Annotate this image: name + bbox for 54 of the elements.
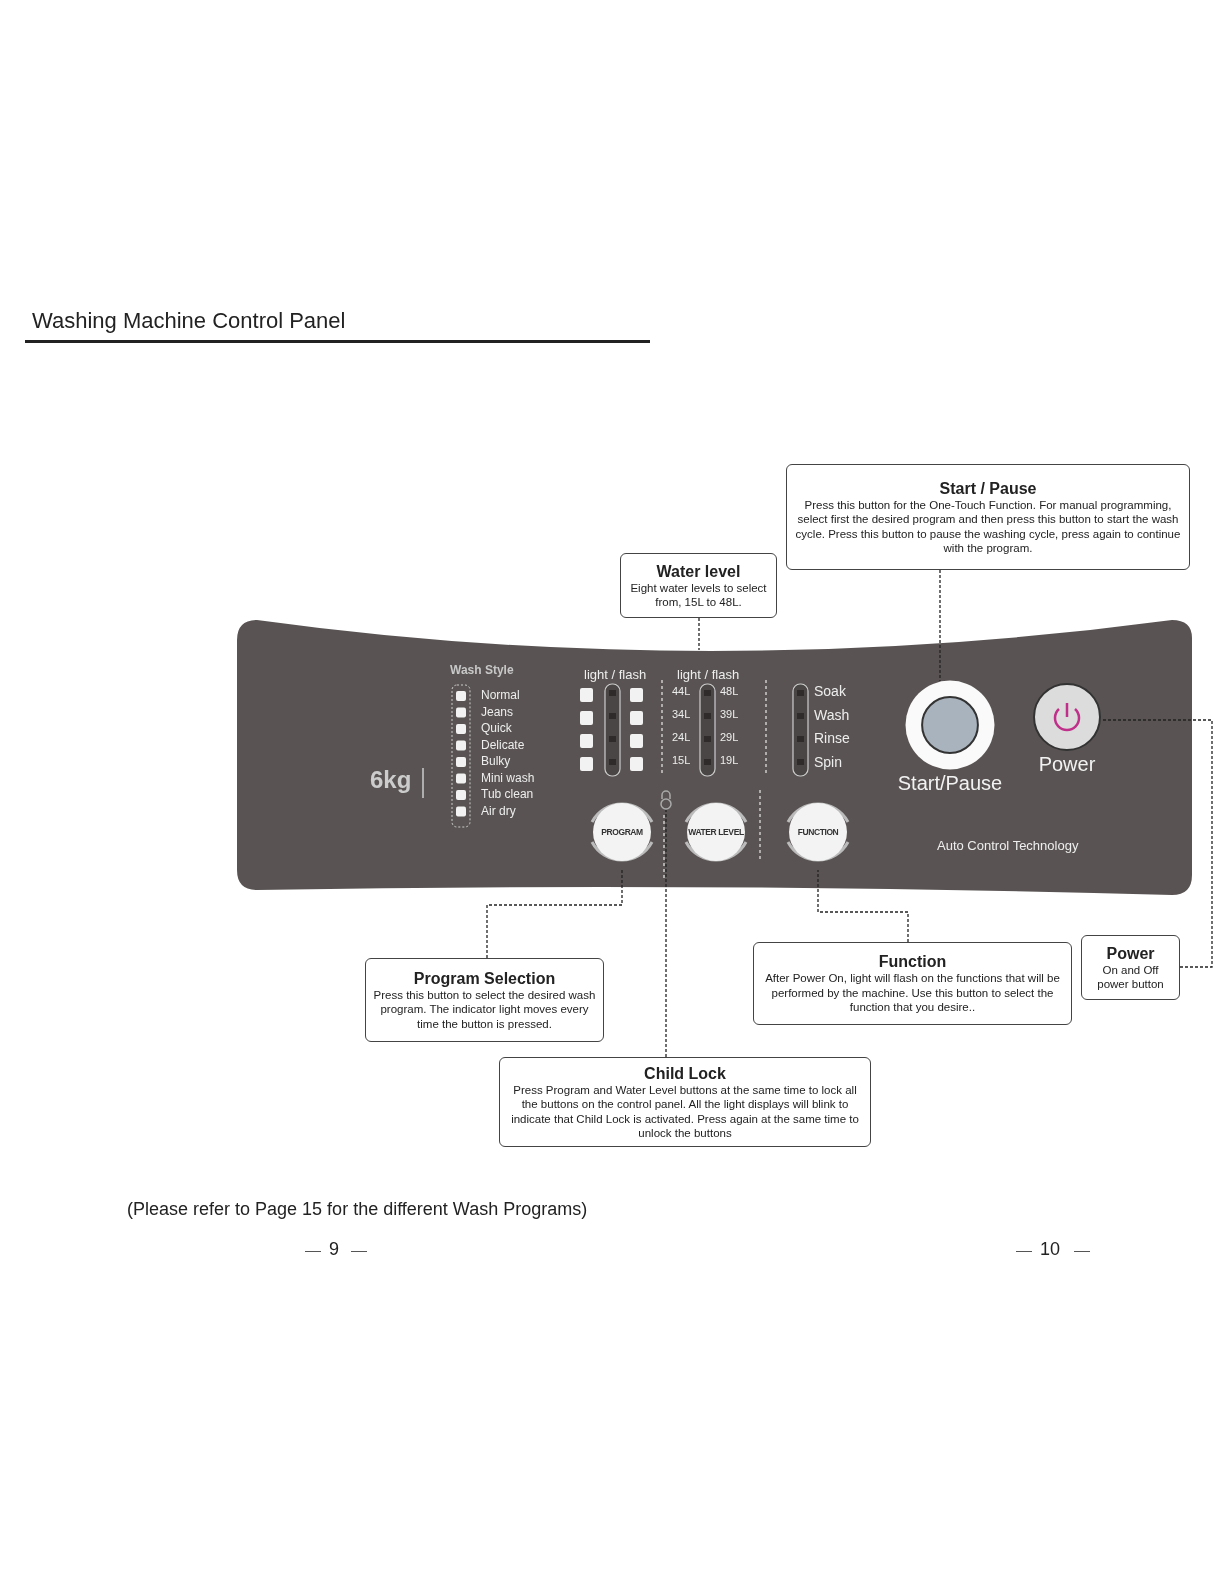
callout-text: On and Off power button: [1096, 962, 1165, 992]
callout-text: Eight water levels to select from, 15L to 48L.: [629, 580, 768, 610]
program-name: Normal: [481, 688, 520, 702]
indicator-caption: light / flash: [584, 667, 647, 682]
program-name: Air dry: [481, 803, 516, 818]
lock-icon: [659, 790, 673, 810]
callout-heading: Power: [1106, 943, 1155, 963]
callout-text: Press this button to select the desired wash program. The indicator light moves every time the button is pressed.: [372, 987, 597, 1032]
callout-box: [499, 1057, 871, 1147]
callout-heading: Program Selection: [413, 968, 556, 988]
callout-text: Press Program and Water Level buttons at the same time to lock all the buttons on the control panel. All the light displays will blink to indicate that Child Lock is activated. Press again at the same time to unlock the buttons: [510, 1082, 860, 1141]
callout-box: [365, 958, 604, 1042]
leader-line: [486, 869, 623, 959]
water-level-value: 15L: [672, 754, 691, 766]
water-level-value: 19L: [720, 754, 739, 766]
leader-line: [665, 809, 667, 1058]
capacity-label: 6kg: [370, 766, 412, 794]
callout-heading: Function: [878, 952, 947, 972]
callout-box: [786, 464, 1190, 570]
water-level-value: 24L: [672, 731, 691, 743]
callout-box: [620, 553, 777, 618]
callout-box: [753, 942, 1072, 1025]
callout-heading: Start / Pause: [939, 478, 1037, 498]
callout-heading: Water level: [656, 561, 741, 581]
leader-line: [817, 869, 909, 943]
callout-heading: Child Lock: [644, 1063, 726, 1083]
program-name: Quick: [481, 721, 512, 735]
water-level-value: 44L: [672, 685, 691, 697]
leader-line: [698, 617, 700, 651]
page-title: Washing Machine Control Panel: [32, 308, 346, 334]
callout-text: After Power On, light will flash on the functions that will be performed by the machine. Use this button to select the function that you desire..: [764, 971, 1061, 1015]
page-number: 10: [1040, 1239, 1061, 1260]
water-level-value: 48L: [720, 685, 739, 697]
water-level-value: 29L: [720, 731, 739, 743]
leader-line: [939, 569, 941, 682]
section-heading: Wash Style: [450, 663, 514, 677]
indicator-caption: light / flash: [677, 667, 740, 682]
program-name: Jeans: [481, 704, 514, 719]
program-name: Tub clean: [481, 787, 534, 801]
function-name: Soak: [814, 683, 846, 699]
leader-line: [1101, 719, 1213, 968]
water-level-value: 34L: [672, 708, 691, 720]
program-name: Bulky: [481, 754, 511, 768]
program-name: Mini wash: [481, 770, 535, 785]
function-name: Rinse: [814, 730, 850, 746]
function-name: Wash: [814, 706, 850, 723]
callout-text: Press this button for the One-Touch Function. For manual programming, select first the desired program and then press this button to start the wash cycle. Press this button to pause the washing cycle, press again to continue with the program.: [794, 497, 1182, 556]
function-name: Spin: [814, 753, 843, 770]
program-name: Delicate: [481, 737, 525, 752]
page-number: 9: [329, 1239, 339, 1260]
callout-box: [1081, 935, 1180, 1000]
page-note: (Please refer to Page 15 for the different Wash Programs): [127, 1199, 588, 1220]
feature-text: Auto Control Technology: [937, 838, 1079, 853]
water-level-value: 39L: [720, 708, 739, 720]
